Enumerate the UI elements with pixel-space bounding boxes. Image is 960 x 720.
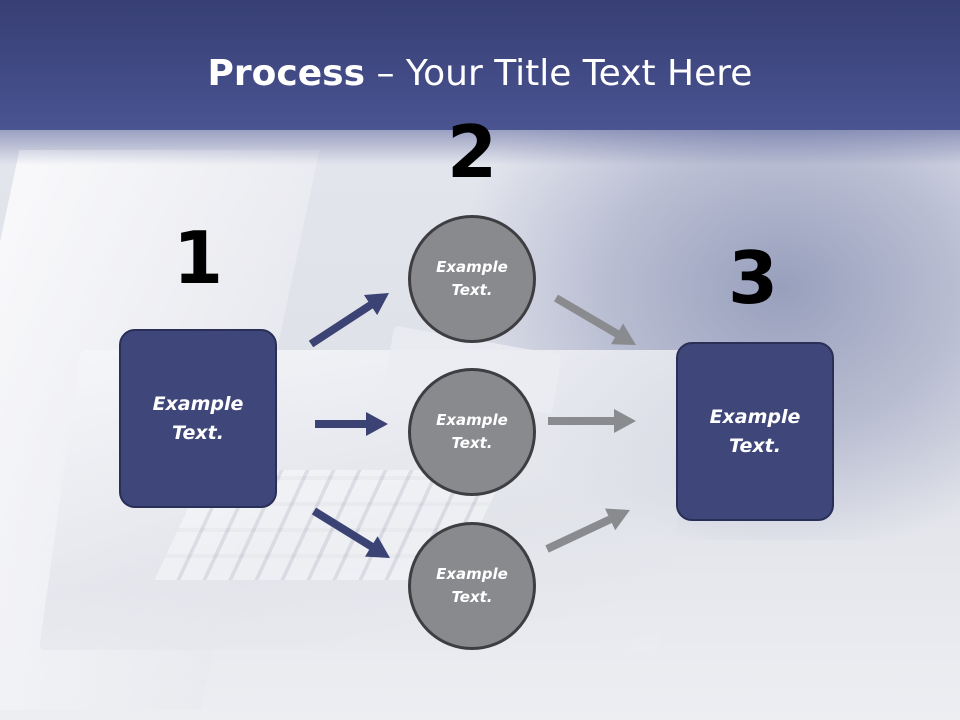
arrows-step1-to-step2: [308, 293, 390, 558]
step-2-circle-bottom-text: Example Text.: [436, 565, 508, 606]
arrow-1-to-2-bottom: [311, 507, 390, 558]
slide-title: Process – Your Title Text Here: [0, 52, 960, 96]
title-rest: – Your Title Text Here: [365, 53, 753, 94]
step-2-circle-top-text: Example Text.: [436, 258, 508, 299]
step-3-box: Example Text.: [676, 342, 834, 521]
step-number-1: 1: [172, 216, 224, 300]
step-number-2: 2: [446, 110, 498, 194]
step-3-text: Example Text.: [709, 405, 801, 457]
step-2-circle-top: Example Text.: [408, 215, 536, 343]
step-number-3: 3: [727, 236, 779, 320]
step-1-box: Example Text.: [119, 329, 277, 508]
arrows-step2-to-step3: [545, 294, 636, 553]
arrow-2-to-3-top: [554, 294, 636, 345]
header-band: [0, 0, 960, 130]
arrow-2-to-3-bottom: [545, 508, 630, 553]
arrow-1-to-2-top: [308, 293, 389, 348]
arrow-2-to-3-middle: [548, 409, 636, 433]
arrow-1-to-2-middle: [315, 412, 388, 436]
step-2-circle-middle-text: Example Text.: [436, 411, 508, 452]
step-2-circle-bottom: Example Text.: [408, 522, 536, 650]
step-2-circle-middle: Example Text.: [408, 368, 536, 496]
step-1-text: Example Text.: [152, 392, 244, 444]
title-bold: Process: [207, 53, 366, 94]
header-fade: [0, 125, 960, 165]
